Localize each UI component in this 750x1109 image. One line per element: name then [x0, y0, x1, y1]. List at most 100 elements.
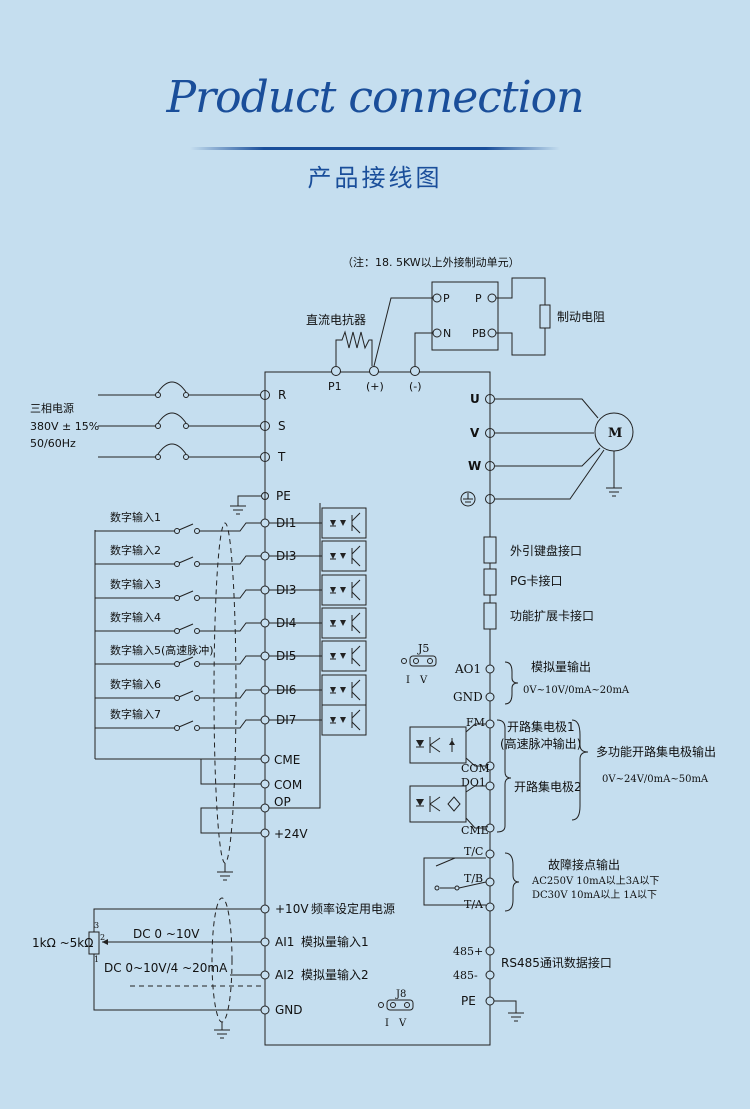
fm-wire: [465, 723, 486, 733]
bus-minus-wire: [414, 332, 433, 366]
terminal-label: 485+: [453, 945, 483, 958]
jumper-pin-label: V: [398, 1018, 407, 1029]
terminal-label: +10V: [275, 902, 309, 916]
brake-unit-terminal-p-in: [432, 293, 442, 303]
brake-resistor-label: 制动电阻: [557, 310, 605, 324]
op-24v-jumper: [200, 807, 261, 834]
transistor-emitter: [351, 591, 361, 601]
switch-lever: [178, 523, 194, 531]
terminal-di: [260, 651, 270, 661]
digital-input-wire: [199, 555, 261, 565]
digital-input-label: 数字输入3: [110, 577, 161, 591]
page-title: Product connection: [166, 72, 584, 123]
terminal-label: U: [470, 392, 480, 406]
transistor-collector: [351, 545, 361, 555]
power-source-voltage: 380V ± 15%: [30, 420, 99, 433]
terminal-label: T/A: [464, 898, 484, 911]
transistor-emitter: [351, 524, 361, 534]
terminal-label: GND: [275, 1003, 303, 1017]
digital-input-label: 数字输入4: [110, 610, 161, 624]
transistor-collector: [351, 612, 361, 622]
led-icon: [330, 653, 336, 659]
terminal-fm: [485, 719, 495, 729]
keypad-connector: [483, 536, 497, 564]
led-icon: [340, 620, 346, 626]
terminal-label: T/B: [464, 872, 483, 885]
bus-terminal-label: (-): [409, 380, 422, 393]
brake-terminal-label: N: [443, 327, 451, 340]
brake-terminal-label: P: [475, 292, 482, 305]
terminal-label: COM: [461, 762, 490, 775]
terminal-cme-right: [485, 823, 495, 833]
digital-input-wire: [199, 655, 261, 665]
switch-lever: [178, 623, 194, 631]
terminal-gnd-ao: [485, 692, 495, 702]
brake-unit-terminal-pb: [487, 328, 497, 338]
terminal-label: OP: [274, 795, 291, 809]
ground-icon: [460, 491, 476, 507]
led-icon: [340, 717, 346, 723]
open-collector-group-label: 多功能开路集电极输出: [596, 744, 716, 759]
com-wire: [465, 757, 486, 767]
switch-contact: [194, 695, 200, 701]
terminal-label: S: [278, 419, 286, 433]
ai1-label: 模拟量输入1: [301, 934, 369, 949]
brake-resistor-wire: [496, 277, 546, 305]
terminal-di: [260, 585, 270, 595]
digital-input-label: 数字输入6: [110, 677, 161, 691]
jumper-pin-label: I: [406, 675, 410, 686]
terminal-ai2: [260, 970, 270, 980]
switch-lever: [178, 656, 194, 664]
transistor-emitter: [351, 624, 361, 634]
digital-input-label: 数字输入5(高速脉冲): [110, 643, 214, 657]
reactor-label: 直流电抗器: [306, 312, 366, 327]
terminal-label: GND: [453, 690, 483, 704]
digital-input-label: 数字输入2: [110, 543, 161, 557]
jumper-pin-label: V: [419, 675, 428, 686]
brake-note: （注：18. 5KW以上外接制动单元）: [342, 255, 520, 269]
switch-contact: [194, 561, 200, 567]
terminal-label: 485-: [453, 969, 478, 982]
relay-label: 故障接点输出: [548, 857, 620, 872]
jumper-j5: [409, 655, 437, 667]
bus-terminal-minus: [410, 366, 420, 376]
terminal-label: W: [468, 459, 481, 473]
switch-contact: [174, 661, 180, 667]
brake-terminal-label: PB: [472, 327, 486, 340]
jumper-pin-label: I: [385, 1018, 389, 1029]
terminal-di: [260, 715, 270, 725]
terminal-do1: [485, 781, 495, 791]
digital-input-label: 数字输入7: [110, 707, 161, 721]
terminal-label: CME: [461, 824, 489, 837]
switch-contact: [194, 528, 200, 534]
optocoupler-fm: [409, 726, 467, 764]
terminal-di: [260, 551, 270, 561]
terminal-gnd: [260, 1005, 270, 1015]
switch-contact: [174, 595, 180, 601]
transistor-emitter: [351, 721, 361, 731]
brake-resistor: [539, 304, 551, 329]
switch-contact: [194, 725, 200, 731]
terminal-com: [485, 761, 495, 771]
cme-wire: [465, 817, 486, 829]
terminal-com-left: [260, 779, 270, 789]
pg-card-connector: [483, 568, 497, 596]
brake-unit-terminal-n: [432, 328, 442, 338]
title-underline: [190, 147, 560, 150]
transistor-collector: [351, 679, 361, 689]
switch-contact: [174, 628, 180, 634]
terminal-label: T: [277, 450, 286, 464]
brake-unit-terminal-p-out: [487, 293, 497, 303]
fm-label: 开路集电极1: [507, 719, 575, 734]
connector-label: 外引键盘接口: [510, 543, 582, 558]
shield-indicator: [213, 522, 237, 864]
analog-output-label: 模拟量输出: [531, 659, 591, 674]
led-icon: [330, 587, 336, 593]
brace: [571, 719, 589, 821]
pot-pin-label: 3: [94, 921, 99, 930]
expansion-card-connector: [483, 602, 497, 630]
power-input-lines: [98, 381, 261, 460]
terminal-485-minus: [485, 970, 495, 980]
transistor-emitter: [351, 691, 361, 701]
